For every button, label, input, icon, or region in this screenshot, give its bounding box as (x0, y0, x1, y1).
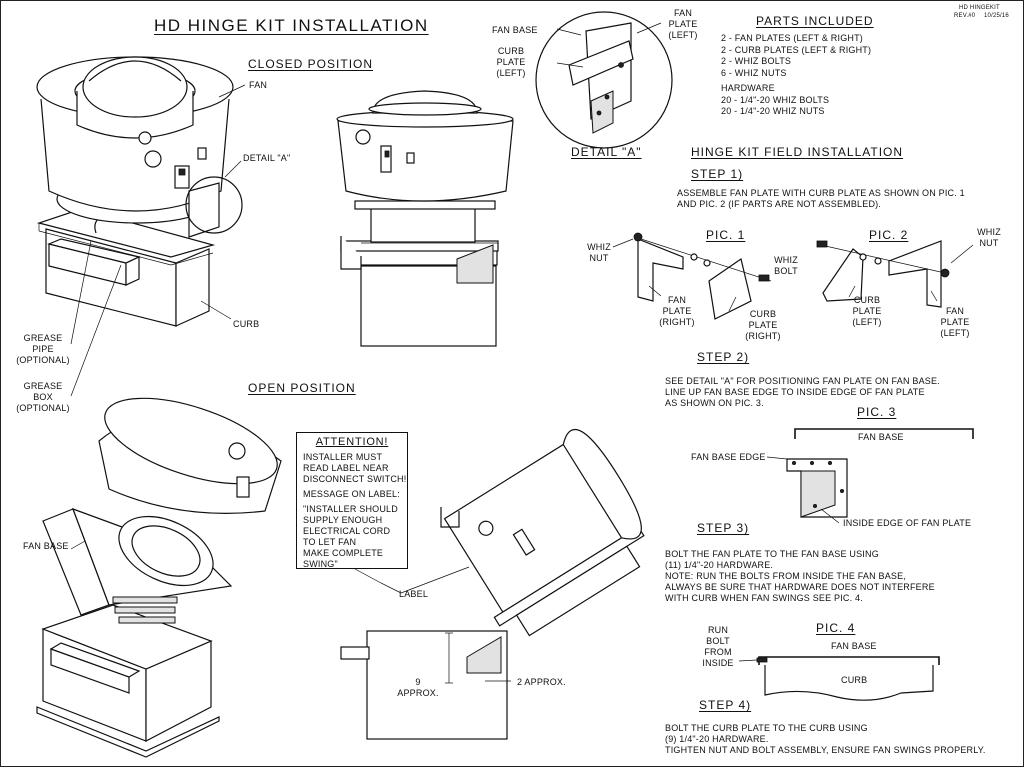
pic2-heading: PIC. 2 (869, 228, 909, 242)
attention-body: INSTALLER MUST READ LABEL NEAR DISCONNEC… (303, 452, 407, 569)
pic1-fan-plate: FAN PLATE (RIGHT) (659, 295, 695, 327)
pic4-heading: PIC. 4 (816, 621, 856, 635)
attention-heading: ATTENTION! (315, 436, 389, 448)
step3-text: BOLT THE FAN PLATE TO THE FAN BASE USING… (665, 549, 935, 603)
revision-date: 10/25/16 (984, 13, 1009, 19)
pic3-inside-edge: INSIDE EDGE OF FAN PLATE (843, 518, 972, 528)
pic1-illustration (612, 232, 772, 320)
detail-a-curb-plate: CURB PLATE (LEFT) (496, 46, 526, 78)
label-2-approx: 2 APPROX. (517, 677, 566, 687)
revision-code: HD HINGEKIT (959, 5, 1000, 11)
label-fan: FAN (249, 80, 268, 90)
detail-a-fan-base: FAN BASE (492, 25, 538, 35)
label-fan-base: FAN BASE (23, 541, 69, 551)
pic1-curb-plate: CURB PLATE (RIGHT) (745, 309, 781, 341)
pic1-whiz-bolt: WHIZ BOLT (774, 255, 798, 276)
step2-label: STEP 2) (697, 350, 750, 364)
label-label: LABEL (399, 589, 429, 599)
step1-text: ASSEMBLE FAN PLATE WITH CURB PLATE AS SH… (677, 188, 965, 209)
pic4-run-bolt: RUN BOLT FROM INSIDE (702, 625, 734, 668)
pic3-illustration (766, 428, 974, 524)
pic4-fan-base: FAN BASE (831, 641, 877, 651)
attention-notice: ATTENTION! INSTALLER MUST READ LABEL NEA… (296, 432, 408, 569)
label-grease-pipe: GREASE PIPE (OPTIONAL) (16, 333, 70, 365)
pic2-whiz-nut: WHIZ NUT (977, 227, 1001, 248)
detail-a-illustration (535, 11, 673, 149)
label-9-approx: 9 APPROX. (397, 677, 439, 698)
pic2-fan-plate: FAN PLATE (LEFT) (940, 306, 970, 338)
detail-a-fan-plate: FAN PLATE (LEFT) (668, 8, 698, 40)
label-detail-a: DETAIL "A" (243, 153, 291, 163)
revision-number: REV.#0 (954, 13, 976, 19)
closed-fan-side-illustration (336, 90, 514, 347)
pic1-heading: PIC. 1 (706, 228, 746, 242)
pic3-heading: PIC. 3 (857, 405, 897, 419)
parts-heading: PARTS INCLUDED (756, 14, 874, 28)
open-fan-iso-illustration (36, 397, 282, 758)
leader-lines (70, 84, 246, 550)
step1-label: STEP 1) (691, 167, 744, 181)
open-position-heading: OPEN POSITION (248, 381, 356, 395)
open-fan-side-illustration (340, 428, 645, 740)
pic3-fan-base: FAN BASE (858, 432, 904, 442)
step4-label: STEP 4) (699, 698, 752, 712)
step4-text: BOLT THE CURB PLATE TO THE CURB USING (9… (665, 723, 986, 755)
closed-position-heading: CLOSED POSITION (248, 57, 374, 71)
label-curb: CURB (233, 319, 260, 329)
pic2-illustration (816, 240, 974, 308)
detail-a-caption: DETAIL "A" (571, 145, 642, 159)
step2-text: SEE DETAIL "A" FOR POSITIONING FAN PLATE… (665, 376, 940, 408)
field-installation-heading: HINGE KIT FIELD INSTALLATION (691, 145, 904, 159)
pic4-curb: CURB (841, 675, 868, 685)
parts-list: 2 - FAN PLATES (LEFT & RIGHT) 2 - CURB P… (721, 33, 872, 116)
label-grease-box: GREASE BOX (OPTIONAL) (16, 381, 70, 413)
pic3-fan-base-edge: FAN BASE EDGE (691, 452, 766, 462)
page-title: HD HINGE KIT INSTALLATION (154, 16, 429, 35)
pic4-illustration (738, 656, 940, 701)
pic2-curb-plate: CURB PLATE (LEFT) (852, 295, 882, 327)
closed-fan-iso-illustration (36, 56, 243, 327)
pic1-whiz-nut: WHIZ NUT (587, 242, 611, 263)
step3-label: STEP 3) (697, 521, 750, 535)
